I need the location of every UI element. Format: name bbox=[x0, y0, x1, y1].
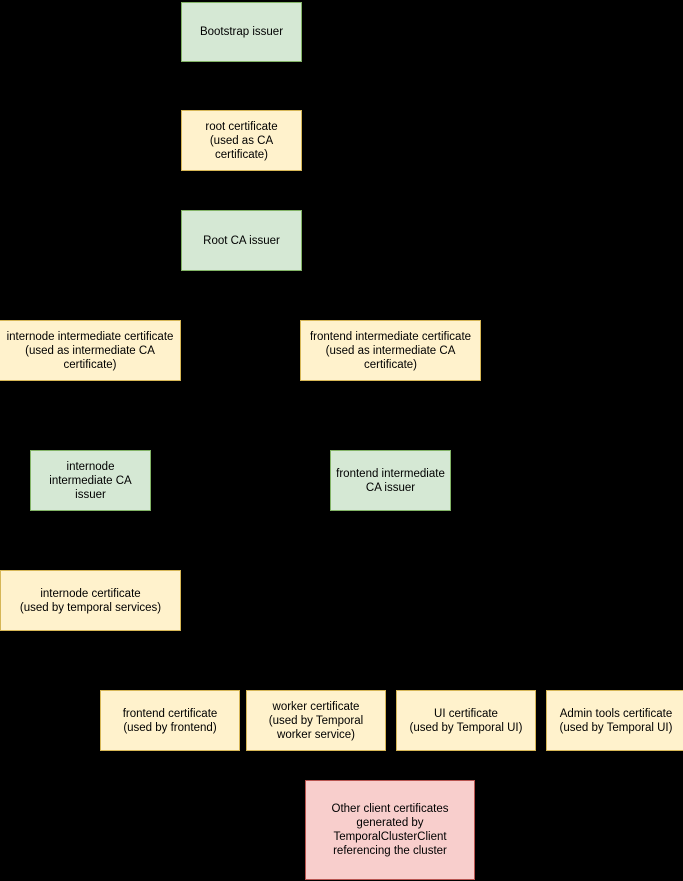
arrowhead-tick bbox=[462, 687, 467, 690]
node-ui-certificate: UI certificate (used by Temporal UI) bbox=[396, 690, 536, 751]
node-internode-intermediate-ca-issuer: internode intermediate CA issuer bbox=[30, 450, 151, 511]
node-root-ca-issuer: Root CA issuer bbox=[181, 210, 302, 271]
node-label: root certificate (used as CA certificate… bbox=[205, 120, 278, 161]
arrowhead-tick bbox=[611, 687, 616, 690]
node-other-client-certificates: Other client certificates generated by T… bbox=[305, 780, 475, 880]
node-bootstrap-issuer: Bootstrap issuer bbox=[181, 2, 302, 62]
node-worker-certificate: worker certificate (used by Temporal wor… bbox=[246, 690, 386, 751]
node-label: worker certificate (used by Temporal wor… bbox=[268, 700, 364, 741]
node-label: Bootstrap issuer bbox=[199, 26, 284, 38]
node-label: internode intermediate certificate (used… bbox=[6, 330, 174, 371]
node-frontend-intermediate-ca-issuer: frontend intermediate CA issuer bbox=[330, 450, 451, 511]
node-label: frontend intermediate CA issuer bbox=[336, 467, 445, 494]
node-frontend-intermediate-certificate: frontend intermediate certificate (used … bbox=[300, 320, 481, 381]
node-label: internode intermediate CA issuer bbox=[49, 460, 132, 501]
node-root-certificate: root certificate (used as CA certificate… bbox=[181, 110, 302, 171]
node-internode-intermediate-certificate: internode intermediate certificate (used… bbox=[0, 320, 181, 381]
node-label: Root CA issuer bbox=[203, 234, 280, 247]
arrowhead-tick bbox=[314, 687, 319, 690]
node-internode-certificate: internode certificate (used by temporal … bbox=[0, 570, 181, 631]
node-label: frontend intermediate certificate (used … bbox=[309, 330, 472, 371]
arrowhead-tick bbox=[381, 317, 386, 320]
node-admin-tools-certificate: Admin tools certificate (used by Tempora… bbox=[546, 690, 683, 751]
node-label: internode certificate (used by temporal … bbox=[19, 587, 162, 614]
node-label: frontend certificate (used by frontend) bbox=[122, 707, 218, 734]
arrowhead-tick bbox=[86, 317, 91, 320]
node-frontend-certificate: frontend certificate (used by frontend) bbox=[100, 690, 240, 751]
node-label: UI certificate (used by Temporal UI) bbox=[409, 707, 523, 734]
node-label: Other client certificates generated by T… bbox=[331, 803, 449, 857]
node-label: Admin tools certificate (used by Tempora… bbox=[559, 707, 673, 734]
